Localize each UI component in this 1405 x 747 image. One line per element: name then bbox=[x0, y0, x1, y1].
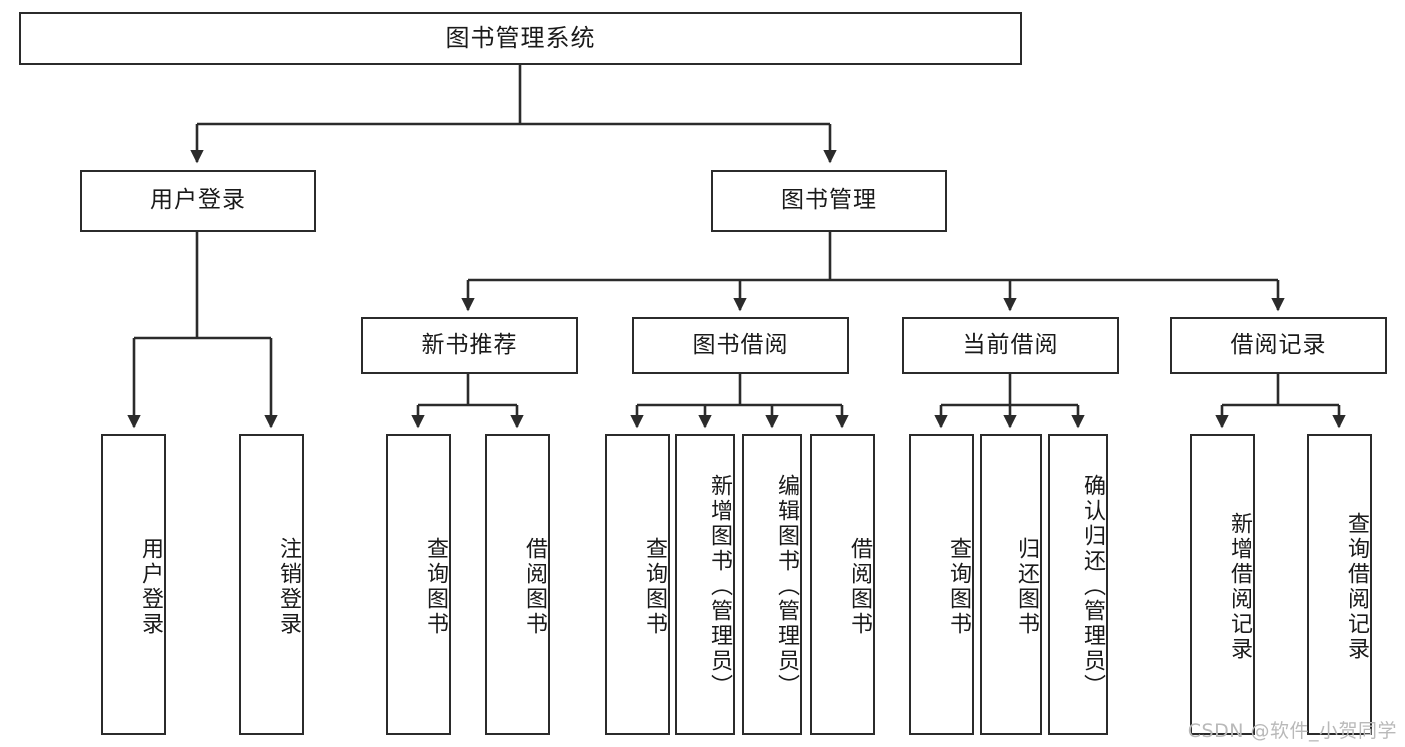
node-book-borrow[interactable]: 图书借阅 bbox=[632, 317, 849, 374]
node-label: 归还图书 bbox=[1014, 536, 1039, 637]
node-label: 注销登录 bbox=[276, 536, 301, 637]
node-label: 借阅图书 bbox=[522, 536, 547, 637]
node-label: 新增图书（管理员） bbox=[707, 474, 732, 699]
leaf-recommend-query-book[interactable]: 查询图书 bbox=[386, 434, 451, 735]
node-root-book-management-system[interactable]: 图书管理系统 bbox=[19, 12, 1022, 65]
leaf-borrow-borrow-book[interactable]: 借阅图书 bbox=[810, 434, 875, 735]
node-label: 查询图书 bbox=[642, 536, 667, 637]
leaf-recommend-borrow-book[interactable]: 借阅图书 bbox=[485, 434, 550, 735]
node-new-book-recommend[interactable]: 新书推荐 bbox=[361, 317, 578, 374]
csdn-watermark: CSDN @软件_小贺同学 bbox=[1187, 720, 1397, 742]
node-label: 新书推荐 bbox=[421, 331, 518, 358]
node-label: 查询图书 bbox=[946, 536, 971, 637]
node-label: 图书管理 bbox=[781, 187, 877, 214]
node-label: 查询图书 bbox=[423, 536, 448, 637]
node-label: 编辑图书（管理员） bbox=[774, 474, 799, 699]
leaf-record-query-borrow-record[interactable]: 查询借阅记录 bbox=[1307, 434, 1372, 735]
leaf-record-add-borrow-record[interactable]: 新增借阅记录 bbox=[1190, 434, 1255, 735]
node-borrow-record[interactable]: 借阅记录 bbox=[1170, 317, 1387, 374]
node-label: 新增借阅记录 bbox=[1227, 511, 1252, 662]
leaf-user-login[interactable]: 用户登录 bbox=[101, 434, 166, 735]
node-label: 借阅图书 bbox=[847, 536, 872, 637]
node-user-login[interactable]: 用户登录 bbox=[80, 170, 316, 232]
node-label: 确认归还（管理员） bbox=[1080, 474, 1105, 699]
leaf-borrow-edit-book-admin[interactable]: 编辑图书（管理员） bbox=[742, 434, 802, 735]
node-current-borrow[interactable]: 当前借阅 bbox=[902, 317, 1119, 374]
leaf-current-confirm-return-admin[interactable]: 确认归还（管理员） bbox=[1048, 434, 1108, 735]
leaf-borrow-query-book[interactable]: 查询图书 bbox=[605, 434, 670, 735]
node-label: 查询借阅记录 bbox=[1344, 511, 1369, 662]
node-label: 图书借阅 bbox=[692, 331, 789, 358]
leaf-user-logout[interactable]: 注销登录 bbox=[239, 434, 304, 735]
leaf-borrow-add-book-admin[interactable]: 新增图书（管理员） bbox=[675, 434, 735, 735]
node-book-management[interactable]: 图书管理 bbox=[711, 170, 947, 232]
leaf-current-return-book[interactable]: 归还图书 bbox=[980, 434, 1042, 735]
node-label: 借阅记录 bbox=[1230, 331, 1327, 358]
node-label: 图书管理系统 bbox=[445, 24, 596, 53]
node-label: 用户登录 bbox=[150, 187, 246, 214]
node-label: 当前借阅 bbox=[962, 331, 1059, 358]
node-label: 用户登录 bbox=[138, 536, 163, 637]
leaf-current-query-book[interactable]: 查询图书 bbox=[909, 434, 974, 735]
